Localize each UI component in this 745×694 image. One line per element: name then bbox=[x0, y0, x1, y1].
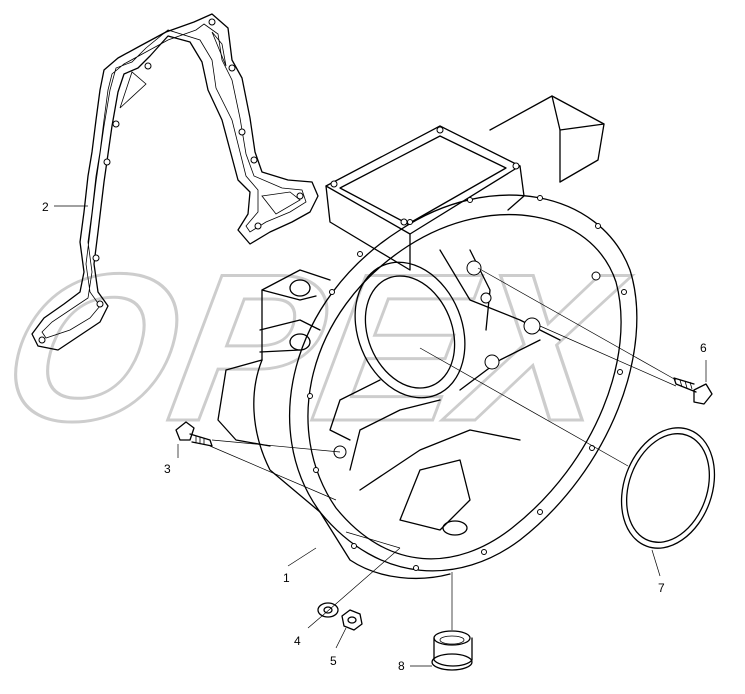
leader-5 bbox=[335, 627, 347, 649]
nut-part-5[interactable] bbox=[341, 609, 363, 631]
plug-part-8[interactable] bbox=[431, 630, 473, 671]
leader-7 bbox=[651, 549, 661, 577]
callout-3: 3 bbox=[164, 462, 171, 476]
leader-3-to-housing bbox=[209, 439, 341, 501]
watermark-text: OPEX bbox=[0, 229, 641, 464]
callout-1: 1 bbox=[283, 571, 290, 585]
leader-4 bbox=[307, 547, 401, 629]
callout-4: 4 bbox=[294, 634, 301, 648]
gasket-part-2[interactable] bbox=[31, 13, 319, 351]
callout-8: 8 bbox=[398, 659, 405, 673]
callout-2: 2 bbox=[42, 200, 49, 214]
leader-lines bbox=[54, 205, 707, 667]
flywheel-housing-part-1[interactable] bbox=[217, 95, 638, 580]
leader-1b bbox=[345, 531, 401, 549]
leader-6-to-housing bbox=[477, 267, 677, 387]
leader-1 bbox=[287, 547, 317, 567]
o-ring-part-7[interactable] bbox=[605, 415, 730, 562]
callout-7: 7 bbox=[658, 581, 665, 595]
callout-labels: 2 1 3 4 5 6 7 8 bbox=[42, 200, 707, 673]
bolt-part-6[interactable] bbox=[673, 377, 713, 405]
callout-5: 5 bbox=[330, 654, 337, 668]
washer-part-4[interactable] bbox=[317, 602, 339, 618]
watermark: OPEX bbox=[0, 228, 642, 466]
bolt-part-3[interactable] bbox=[175, 421, 213, 447]
callout-6: 6 bbox=[700, 341, 707, 355]
leader-7-to-housing bbox=[419, 347, 629, 467]
